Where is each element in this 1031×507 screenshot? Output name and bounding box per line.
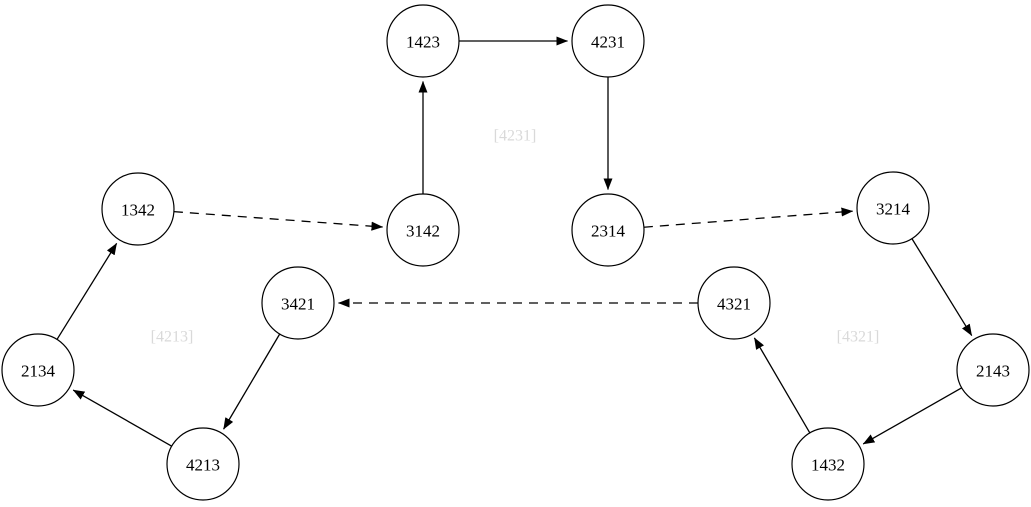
node-1342[interactable]: 1342 <box>101 172 175 246</box>
node-circle-2134[interactable] <box>1 333 75 407</box>
node-label-3142: 3142 <box>406 222 440 241</box>
node-4213[interactable]: 4213 <box>166 427 240 501</box>
node-label-1423: 1423 <box>406 33 440 52</box>
node-4321[interactable]: 4321 <box>697 266 771 340</box>
node-circle-4213[interactable] <box>166 427 240 501</box>
node-2143[interactable]: 2143 <box>956 333 1030 407</box>
edge-4213-to-2134 <box>72 389 173 447</box>
node-label-2143: 2143 <box>976 362 1010 381</box>
node-circle-1342[interactable] <box>101 172 175 246</box>
edge-3214-to-2143 <box>911 238 973 336</box>
cycle-label-4213: [4213] <box>151 329 194 346</box>
node-label-3421: 3421 <box>281 295 315 314</box>
node-circle-1423[interactable] <box>386 4 460 78</box>
node-circle-3142[interactable] <box>386 193 460 267</box>
node-circle-4321[interactable] <box>697 266 771 340</box>
edge-2143-to-1432 <box>862 387 963 445</box>
node-1423[interactable]: 1423 <box>386 4 460 78</box>
cycle-labels-layer: [4231] [4213] [4321] <box>151 128 880 346</box>
edge-1342-to-3142 <box>173 210 384 231</box>
node-circle-4231[interactable] <box>571 4 645 78</box>
cycle-label-4321: [4321] <box>837 329 880 346</box>
node-3421[interactable]: 3421 <box>261 266 335 340</box>
node-label-2134: 2134 <box>21 362 56 381</box>
nodes-layer: 1423 4231 1342 3142 2314 3214 3421 4321 2134 2143… <box>1 4 1030 501</box>
edge-2314-to-3214 <box>643 207 854 228</box>
node-label-3214: 3214 <box>876 200 911 219</box>
node-circle-2143[interactable] <box>956 333 1030 407</box>
cycle-label-4231: [4231] <box>494 128 537 145</box>
node-label-2314: 2314 <box>591 222 626 241</box>
node-label-1432: 1432 <box>811 456 845 475</box>
node-2134[interactable]: 2134 <box>1 333 75 407</box>
node-1432[interactable]: 1432 <box>791 427 865 501</box>
node-label-1342: 1342 <box>121 201 155 220</box>
node-circle-2314[interactable] <box>571 193 645 267</box>
node-label-4231: 4231 <box>591 33 625 52</box>
edges-layer <box>56 36 973 447</box>
node-3142[interactable]: 3142 <box>386 193 460 267</box>
node-circle-3214[interactable] <box>856 171 930 245</box>
node-3214[interactable]: 3214 <box>856 171 930 245</box>
node-label-4213: 4213 <box>186 456 220 475</box>
edge-2134-to-1342 <box>56 242 118 340</box>
node-circle-1432[interactable] <box>791 427 865 501</box>
node-circle-3421[interactable] <box>261 266 335 340</box>
edge-3421-to-4213 <box>223 333 281 430</box>
node-2314[interactable]: 2314 <box>571 193 645 267</box>
edge-1432-to-4321 <box>753 337 811 434</box>
node-4231[interactable]: 4231 <box>571 4 645 78</box>
node-label-4321: 4321 <box>717 295 751 314</box>
